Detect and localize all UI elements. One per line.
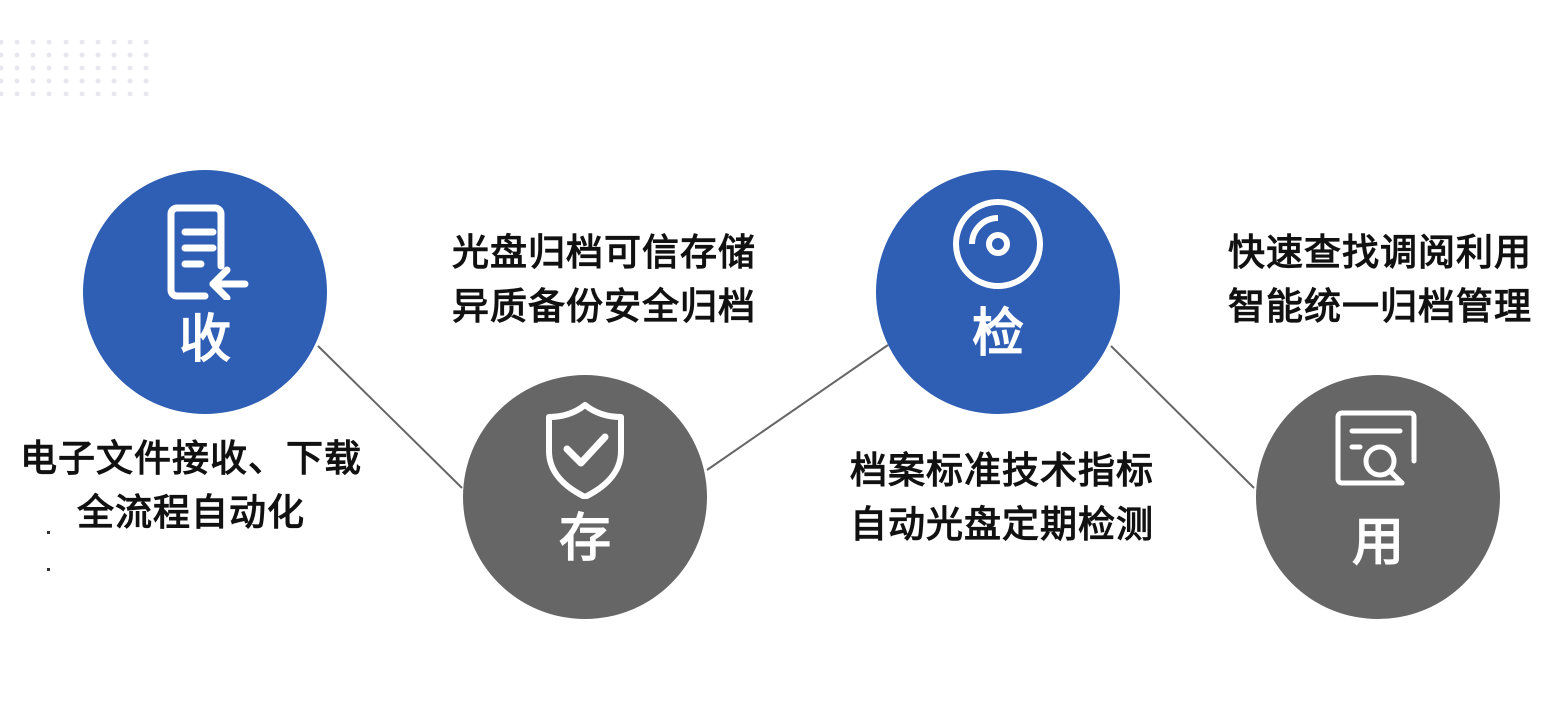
step-node-use: 用 xyxy=(1256,375,1500,619)
document-search-icon xyxy=(1335,410,1417,486)
step-description-check: 档案标准技术指标 自动光盘定期检测 xyxy=(830,444,1174,552)
step-description-store: 光盘归档可信存储 异质备份安全归档 xyxy=(432,226,776,334)
step-label: 用 xyxy=(1351,513,1404,573)
description-line: 档案标准技术指标 xyxy=(850,449,1154,492)
description-line: 异质备份安全归档 xyxy=(452,285,756,328)
description-line: 全流程自动化 xyxy=(77,491,305,534)
dot-grid-decoration xyxy=(0,40,149,96)
step-node-check: 检 xyxy=(876,170,1120,414)
stray-mark xyxy=(47,531,50,534)
step-description-use: 快速查找调阅利用 智能统一归档管理 xyxy=(1208,226,1552,334)
stray-mark xyxy=(47,568,50,571)
step-node-receive: 收 xyxy=(83,170,327,414)
description-line: 智能统一归档管理 xyxy=(1228,285,1532,328)
step-node-store: 存 xyxy=(463,375,707,619)
document-receive-icon xyxy=(167,204,249,300)
step-description-receive: 电子文件接收、下载 全流程自动化 xyxy=(10,432,372,540)
description-line: 光盘归档可信存储 xyxy=(452,231,756,274)
optical-disc-icon xyxy=(953,199,1043,289)
description-line: 电子文件接收、下载 xyxy=(20,437,362,480)
description-line: 快速查找调阅利用 xyxy=(1228,231,1532,274)
step-label: 检 xyxy=(971,304,1024,364)
step-label: 收 xyxy=(178,310,231,370)
step-label: 存 xyxy=(558,509,611,569)
shield-check-icon xyxy=(546,402,624,499)
description-line: 自动光盘定期检测 xyxy=(850,503,1154,546)
